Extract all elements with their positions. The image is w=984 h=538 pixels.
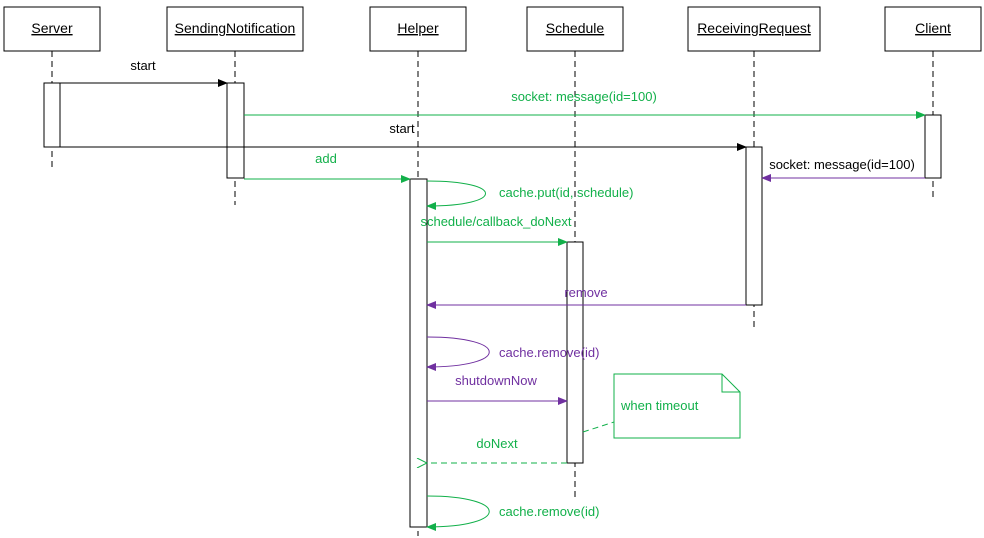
message-label: add <box>315 151 337 166</box>
participant-label: Server <box>31 20 73 36</box>
message-label: cache.remove(id) <box>499 345 599 360</box>
activation-helper <box>409 178 428 528</box>
participant-label: Client <box>915 20 951 36</box>
message-label: socket: message(id=100) <box>769 157 915 172</box>
message-label: start <box>130 58 156 73</box>
participant-label: Helper <box>397 20 439 36</box>
message-label: schedule/callback_doNext <box>420 214 571 229</box>
participant-label: Schedule <box>546 20 605 36</box>
note-connector <box>582 421 615 433</box>
participant-label: ReceivingRequest <box>697 20 811 36</box>
message-label: shutdownNow <box>455 373 537 388</box>
activation-bars <box>43 82 942 528</box>
message-label: socket: message(id=100) <box>511 89 657 104</box>
note-text: when timeout <box>620 398 699 413</box>
participant-schedule: Schedule <box>526 6 624 52</box>
participant-helper: Helper <box>369 6 467 52</box>
message-remove: remove <box>426 285 746 309</box>
message-cache-put: cache.put(id, schedule) <box>426 180 633 210</box>
activation-sending-notification <box>226 82 245 179</box>
participant-receiving-request: ReceivingRequest <box>687 6 821 52</box>
message-label: start <box>389 121 415 136</box>
note-when-timeout: when timeout <box>582 373 741 439</box>
message-label: remove <box>564 285 607 300</box>
participant-client: Client <box>884 6 982 52</box>
message-add: add <box>244 151 411 183</box>
message-label: cache.put(id, schedule) <box>499 185 633 200</box>
message-socket-receive: socket: message(id=100) <box>761 157 925 182</box>
participant-server: Server <box>3 6 101 52</box>
message-start-1: start <box>60 58 228 87</box>
message-socket-send: socket: message(id=100) <box>244 89 926 119</box>
participant-label: SendingNotification <box>175 20 296 36</box>
participant-sending-notification: SendingNotification <box>166 6 304 52</box>
activation-schedule <box>566 241 584 464</box>
message-cache-remove-2: cache.remove(id) <box>426 495 599 531</box>
message-cache-remove-1: cache.remove(id) <box>426 336 599 371</box>
message-label: cache.remove(id) <box>499 504 599 519</box>
activation-receiving-request <box>745 146 763 306</box>
message-schedule-callback: schedule/callback_doNext <box>420 214 572 246</box>
message-do-next: doNext <box>427 436 567 463</box>
message-start-2: start <box>60 121 747 151</box>
message-shutdown-now: shutdownNow <box>427 373 568 405</box>
activation-server <box>43 82 61 148</box>
message-label: doNext <box>476 436 518 451</box>
activation-client <box>924 114 942 179</box>
